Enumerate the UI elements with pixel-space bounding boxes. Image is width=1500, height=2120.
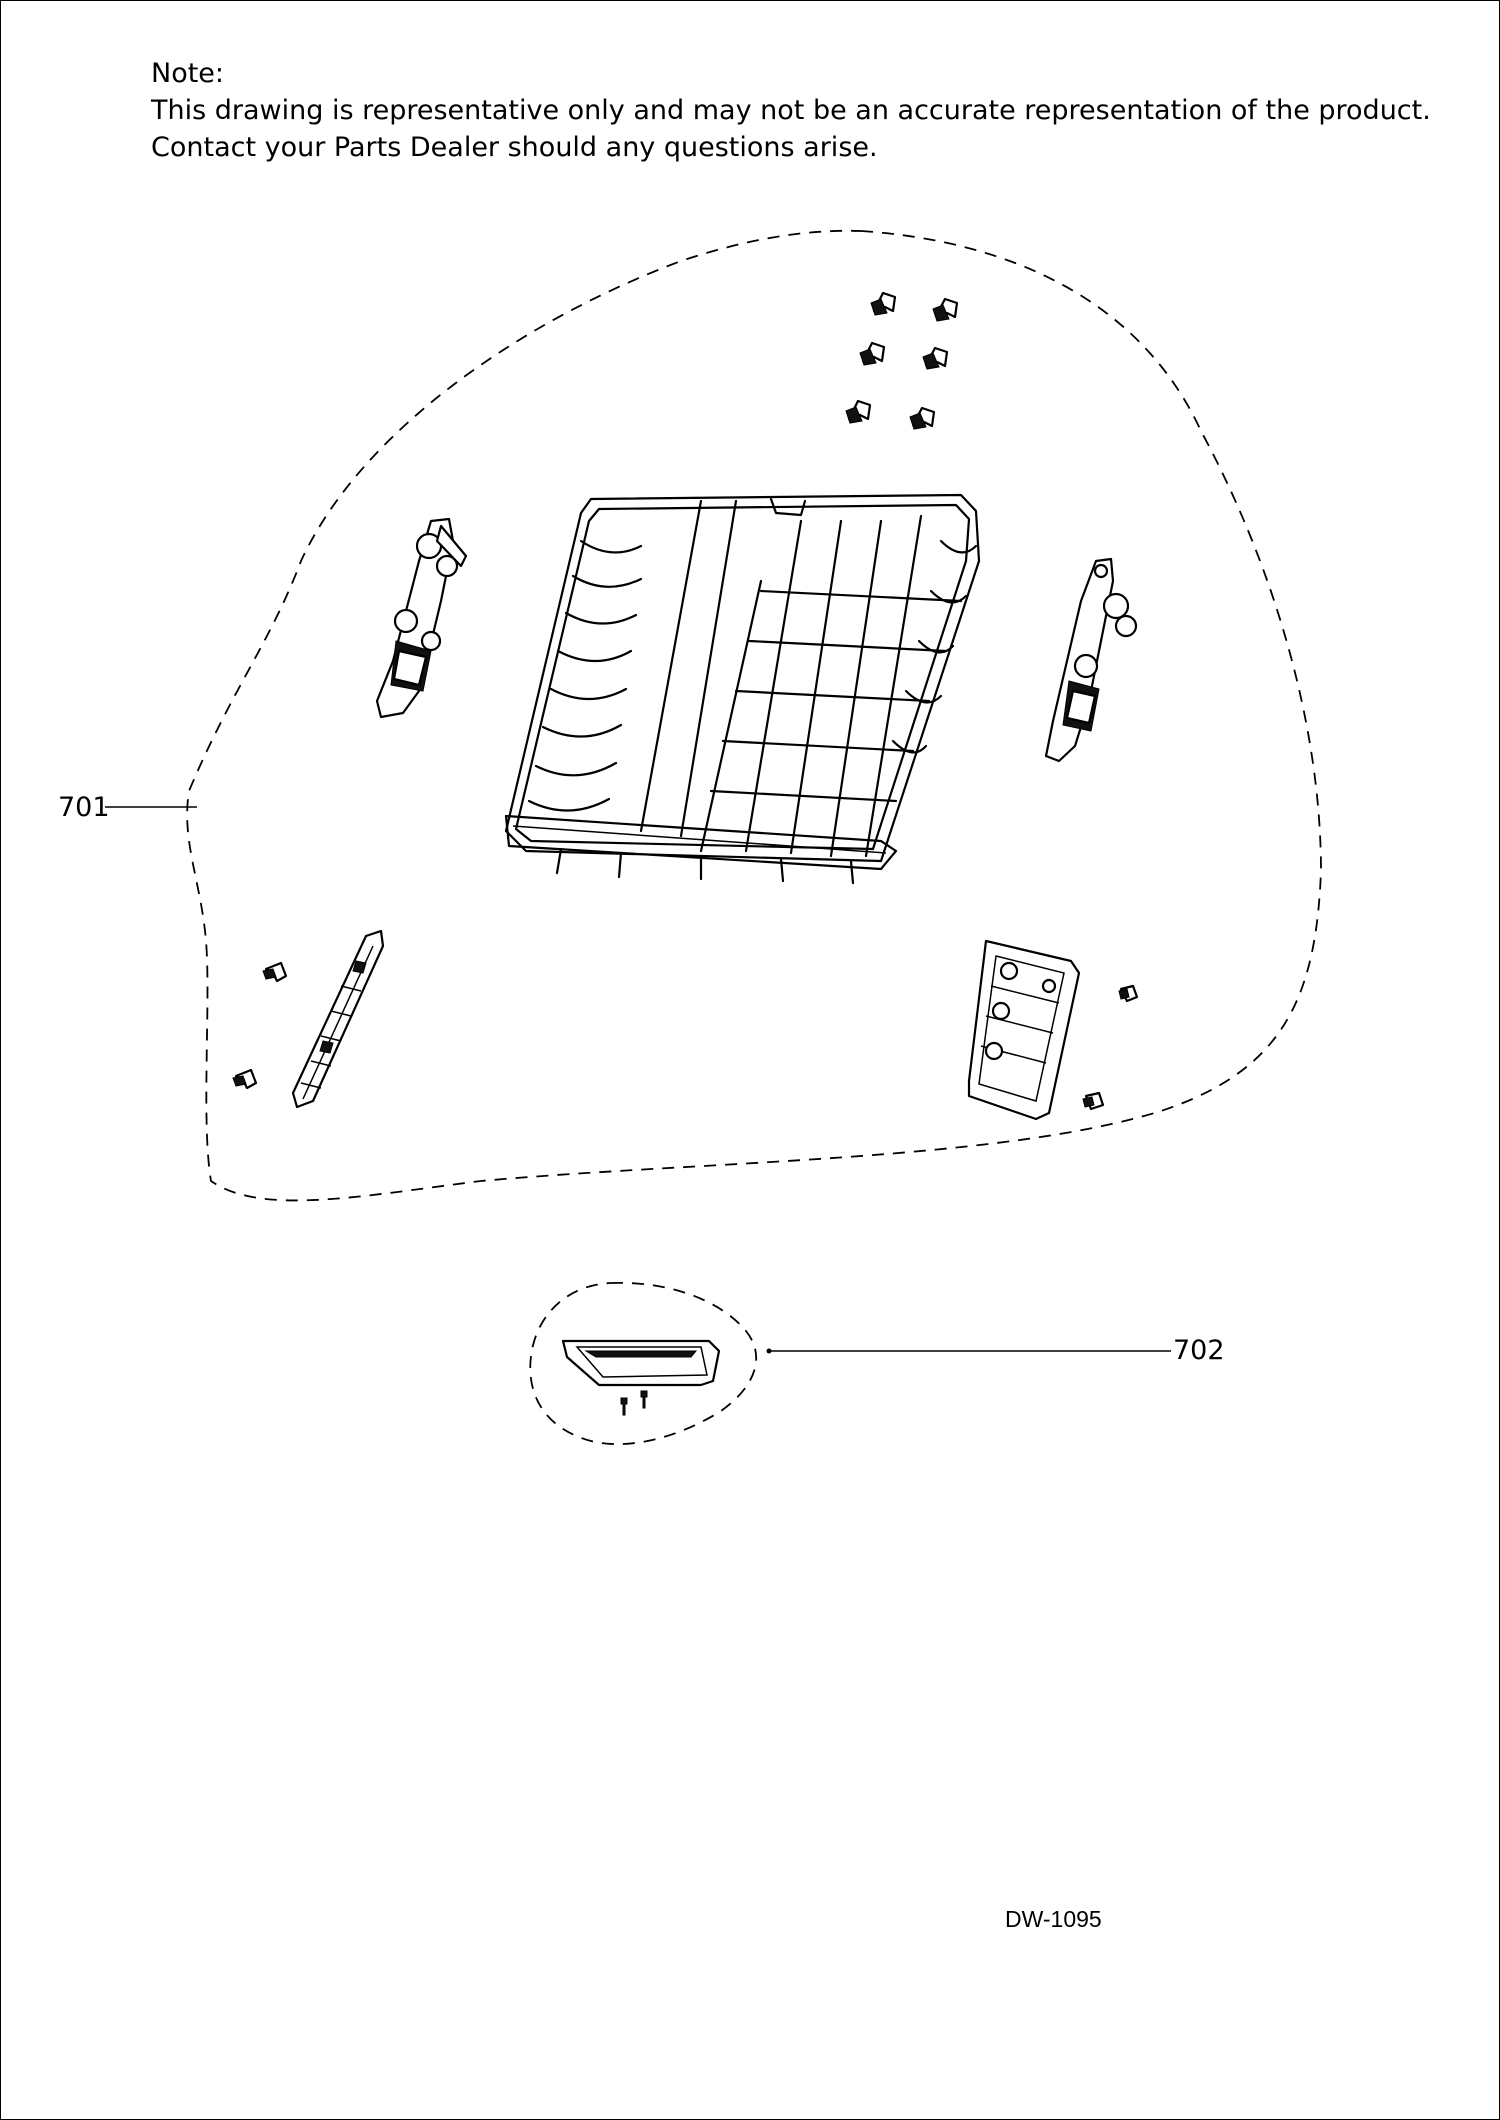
handle-screws <box>620 1390 648 1416</box>
note-line-2: Contact your Parts Dealer should any que… <box>151 132 878 163</box>
assembly-702-outline <box>529 1282 758 1445</box>
upper-dishrack <box>504 493 981 885</box>
disclaimer-note: Note: This drawing is representative onl… <box>151 55 1451 166</box>
left-rail-cover <box>291 929 385 1109</box>
note-heading: Note: <box>151 58 225 89</box>
right-rail-cover <box>967 939 1081 1121</box>
drawing-number: DW-1095 <box>1005 1906 1102 1932</box>
rack-clips <box>845 291 959 430</box>
left-rack-adjuster <box>375 517 468 719</box>
assembly-701-outline <box>186 229 1322 1202</box>
note-line-1: This drawing is representative only and … <box>151 95 1431 126</box>
rail-stoppers <box>232 961 1139 1111</box>
rack-handle <box>561 1339 721 1387</box>
callout-701-label: 701 <box>58 792 110 823</box>
callout-702-label: 702 <box>1173 1335 1225 1366</box>
right-rack-adjuster <box>1044 557 1138 763</box>
